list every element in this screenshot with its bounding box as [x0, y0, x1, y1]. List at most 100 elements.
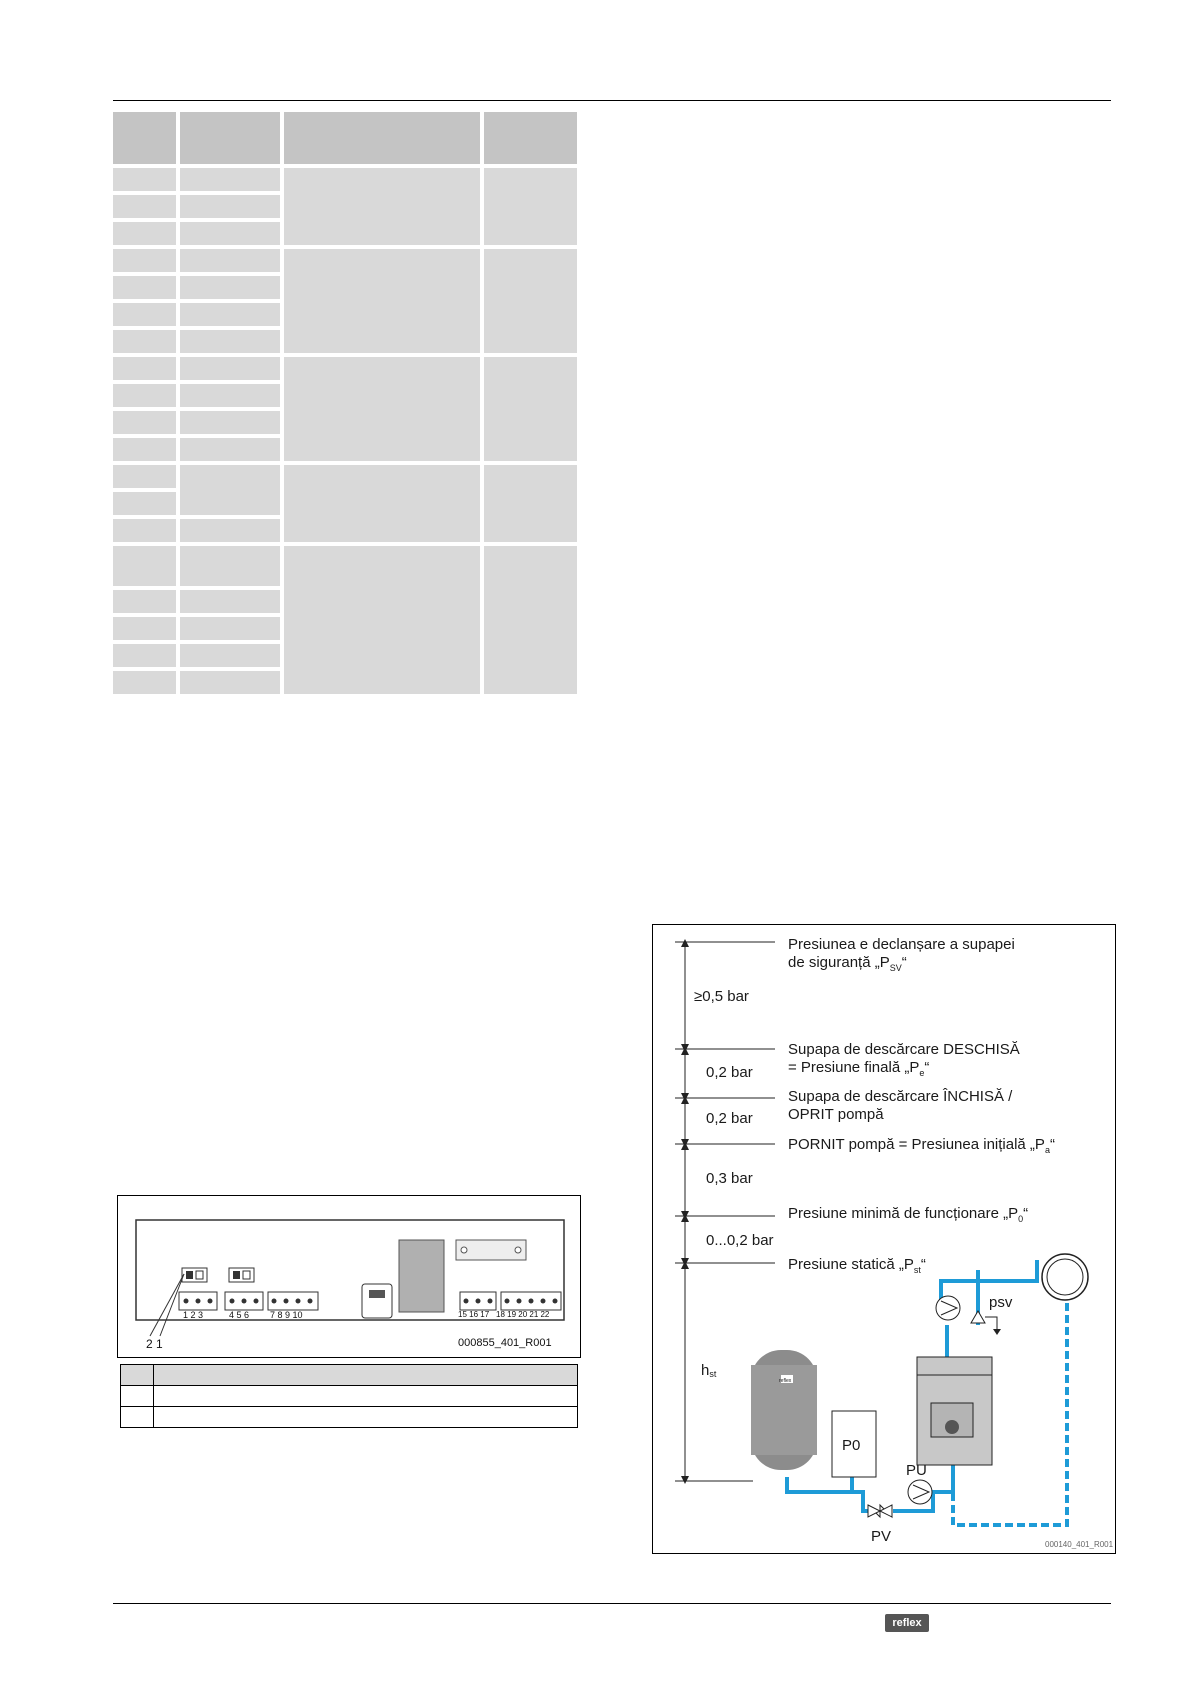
- table-cell: [113, 671, 176, 694]
- table-cell: [284, 546, 480, 694]
- table-cell: [113, 249, 176, 272]
- table-cell: [113, 330, 176, 353]
- table-cell: [113, 465, 176, 488]
- table-cell: [284, 168, 480, 245]
- footer-rule: [113, 1603, 1111, 1604]
- footer-logo: reflex: [885, 1614, 929, 1632]
- table-cell: [484, 465, 577, 542]
- interval-3: 0,3 bar: [706, 1170, 753, 1187]
- p0-label: P0: [842, 1437, 860, 1454]
- terminal-numbers-1-3: 1 2 3: [183, 1310, 204, 1320]
- table-cell: [284, 357, 480, 461]
- table-header-cell: [113, 112, 176, 164]
- table-cell: [180, 222, 280, 245]
- table-cell: [180, 168, 280, 191]
- table-cell: [113, 519, 176, 542]
- table-cell: [113, 222, 176, 245]
- interval-0: ≥0,5 bar: [694, 988, 749, 1005]
- pressure-diagram-figure: Presiunea e declanșare a supapei de sigu…: [652, 924, 1116, 1554]
- table-cell: [113, 168, 176, 191]
- table-cell: [180, 617, 280, 640]
- interval-1: 0,2 bar: [706, 1064, 753, 1081]
- level-valve-closed-line1: Supapa de descărcare ÎNCHISĂ /: [788, 1088, 1013, 1105]
- table-cell: [180, 249, 280, 272]
- table-cell: [284, 465, 480, 542]
- legend-cell: [153, 1406, 578, 1428]
- table-cell: [113, 617, 176, 640]
- legend-table: [120, 1364, 578, 1428]
- terminal-numbers-7-10: 7 8 9 10: [270, 1310, 303, 1320]
- vessel-brand: reflex: [779, 1378, 792, 1384]
- table-cell: [113, 357, 176, 380]
- table-cell: [113, 411, 176, 434]
- pressure-diagram: Presiunea e declanșare a supapei de sigu…: [675, 936, 1114, 1549]
- level-psv-line1: Presiunea e declanșare a supapei: [788, 936, 1015, 953]
- header-rule: [113, 100, 1111, 101]
- pu-label: PU: [906, 1462, 927, 1479]
- level-pa: PORNIT pompă = Presiunea inițială „Pa“: [788, 1136, 1055, 1155]
- callout-1: 1: [156, 1337, 163, 1351]
- level-pe-line1: Supapa de descărcare DESCHISĂ: [788, 1041, 1020, 1058]
- table-cell: [484, 357, 577, 461]
- terminal-board-drawing: [135, 1219, 565, 1337]
- table-cell: [180, 438, 280, 461]
- hst-label: hst: [701, 1362, 717, 1379]
- table-cell: [180, 303, 280, 326]
- table-cell: [113, 276, 176, 299]
- table-cell: [180, 195, 280, 218]
- table-cell: [180, 330, 280, 353]
- table-cell: [113, 546, 176, 586]
- pv-label: PV: [871, 1528, 891, 1545]
- legend-cell: [153, 1385, 578, 1407]
- level-pe-line2: = Presiune finală „Pe“: [788, 1059, 929, 1078]
- callout-2: 2: [146, 1337, 153, 1351]
- level-valve-closed-line2: OPRIT pompă: [788, 1106, 884, 1123]
- table-cell: [113, 303, 176, 326]
- pump-pu-icon: [907, 1479, 933, 1505]
- legend-header-row: [120, 1364, 578, 1386]
- table-cell: [484, 546, 577, 694]
- table-header-cell: [484, 112, 577, 164]
- legend-cell: [120, 1385, 154, 1407]
- level-pst: Presiune statică „Pst“: [788, 1256, 926, 1275]
- table-cell: [113, 195, 176, 218]
- level-p0: Presiune minimă de funcționare „P0“: [788, 1205, 1028, 1224]
- interval-4: 0...0,2 bar: [706, 1232, 774, 1249]
- level-psv-line2: de siguranță „PSV“: [788, 954, 907, 973]
- terminal-numbers-18-22: 18 19 20 21 22: [496, 1310, 550, 1319]
- legend-cell: [120, 1364, 154, 1386]
- legend-cell: [120, 1406, 154, 1428]
- table-cell: [484, 249, 577, 353]
- circulation-pump-icon: [935, 1295, 961, 1321]
- table-header-cell: [180, 112, 280, 164]
- table-cell: [180, 384, 280, 407]
- table-cell: [180, 465, 280, 515]
- table-cell: [180, 644, 280, 667]
- terminal-numbers-15-17: 15 16 17: [458, 1310, 490, 1319]
- psv-label: psv: [989, 1294, 1013, 1311]
- valve-pv-icon: [867, 1504, 893, 1518]
- table-cell: [113, 590, 176, 613]
- terminal-numbers-4-6: 4 5 6: [229, 1310, 250, 1320]
- table-cell: [180, 276, 280, 299]
- table-cell: [180, 546, 280, 586]
- diagram-figure-id: 000140_401_R001: [1045, 1540, 1114, 1549]
- table-cell: [180, 357, 280, 380]
- table-cell: [113, 438, 176, 461]
- interval-2: 0,2 bar: [706, 1110, 753, 1127]
- terminal-board-figure: 1 2 3 4 5 6 7 8 9 10 15 16 17 18 19 20 2…: [117, 1195, 581, 1358]
- table-cell: [113, 644, 176, 667]
- table-cell: [113, 492, 176, 515]
- safety-valve-psv-icon: [970, 1310, 986, 1324]
- table-cell: [180, 519, 280, 542]
- table-cell: [180, 411, 280, 434]
- table-cell: [180, 671, 280, 694]
- footer-logo-text: reflex: [892, 1617, 922, 1629]
- table-header-cell: [284, 112, 480, 164]
- table-cell: [113, 384, 176, 407]
- table-cell: [180, 590, 280, 613]
- table-cell: [484, 168, 577, 245]
- table-cell: [284, 249, 480, 353]
- legend-cell: [153, 1364, 578, 1386]
- legend-row: [120, 1406, 578, 1428]
